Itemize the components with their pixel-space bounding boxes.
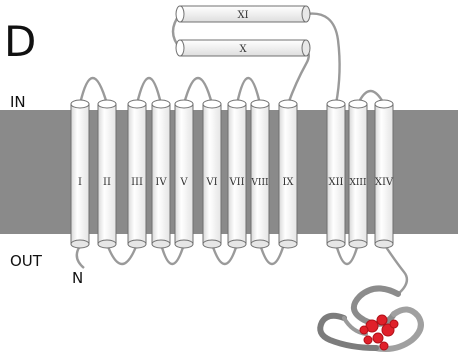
n-terminal-tail — [75, 245, 85, 269]
helix-iv: IV — [151, 99, 171, 249]
loop-out-6-7 — [210, 243, 239, 265]
loop-out-12-13 — [334, 243, 360, 266]
helix-label: X — [239, 44, 247, 55]
helix-bottom-cap — [278, 239, 298, 249]
helix-vi: VI — [202, 99, 222, 249]
helix-label: IV — [155, 177, 167, 188]
helix-bottom-cap — [174, 239, 194, 249]
helix-bottom-cap — [70, 239, 90, 249]
helix-body — [348, 103, 368, 245]
loop-in-1-2 — [78, 77, 109, 105]
helix-body — [97, 103, 117, 245]
domain-ribbon-2 — [373, 306, 424, 352]
c-terminal-domain — [317, 285, 424, 352]
cytoplasmic-helices: XI X — [175, 5, 311, 57]
helix-label: V — [179, 177, 188, 188]
helix-viii: VIII — [250, 99, 270, 249]
helix-bottom-cap — [326, 239, 346, 249]
helix-bottom-cap — [127, 239, 147, 249]
helix-label: IX — [282, 177, 294, 188]
helix-start-cap — [175, 39, 185, 57]
helix-body — [250, 103, 270, 245]
helix-top-cap — [374, 99, 394, 109]
helix-x: X — [175, 39, 311, 57]
domain-ribbon-1 — [351, 285, 401, 327]
helix-bottom-cap — [202, 239, 222, 249]
helix-label: XII — [328, 177, 343, 188]
helix-bottom-cap — [151, 239, 171, 249]
helix-i: I — [70, 99, 90, 249]
helix-end-cap — [301, 5, 311, 23]
helix-ix: IX — [278, 99, 298, 249]
helix-label: XI — [237, 10, 248, 21]
helix-body — [70, 103, 90, 245]
out-label: OUT — [10, 252, 43, 270]
helix-bottom-cap — [97, 239, 117, 249]
helix-body — [174, 103, 194, 245]
n-terminus-label: N — [72, 269, 83, 287]
helix-body — [202, 103, 222, 245]
helix-label: XIV — [375, 177, 394, 188]
helix-xiv: XIV — [374, 99, 394, 249]
panel-label: D — [4, 17, 36, 66]
helix-top-cap — [278, 99, 298, 109]
loop-in-5-6 — [182, 76, 214, 105]
loop-out-8-9 — [258, 243, 286, 266]
helix-bottom-cap — [374, 239, 394, 249]
helix-body — [374, 103, 394, 245]
helix-label: I — [78, 177, 82, 188]
c-terminal-linker — [383, 243, 409, 295]
helix-iii: III — [127, 99, 147, 249]
helix-bottom-cap — [348, 239, 368, 249]
helix-end-cap — [301, 39, 311, 57]
loop-out-2-3 — [105, 243, 139, 265]
helix-vii: VII — [227, 99, 247, 249]
helix-start-cap — [175, 5, 185, 23]
helix-ii: II — [97, 99, 117, 249]
helix-body — [227, 103, 247, 245]
helix-top-cap — [227, 99, 247, 109]
domain-highlight — [359, 314, 399, 351]
loop-in-7-8 — [235, 77, 262, 105]
helix-top-cap — [202, 99, 222, 109]
helix-bottom-cap — [250, 239, 270, 249]
helix-body — [151, 103, 171, 245]
helix-label: VII — [228, 177, 244, 188]
helix-body — [326, 103, 346, 245]
helix-v: V — [174, 99, 194, 249]
helix-label: II — [103, 177, 111, 188]
loop-in-3-4 — [135, 77, 163, 105]
helix-label: III — [131, 177, 143, 188]
helix-top-cap — [97, 99, 117, 109]
helix-xii: XII — [326, 99, 346, 249]
loop-out-4-5 — [159, 243, 186, 266]
domain-ribbon-3 — [317, 312, 379, 351]
helix-label: XIII — [349, 178, 367, 188]
helix-body — [278, 103, 298, 245]
helix-body — [127, 103, 147, 245]
helix-top-cap — [348, 99, 368, 109]
helix-top-cap — [174, 99, 194, 109]
helix-xiii: XIII — [348, 99, 368, 249]
loop-11-to-12 — [305, 12, 341, 105]
helix-bottom-cap — [227, 239, 247, 249]
helix-label: VIII — [250, 178, 269, 188]
helix-top-cap — [326, 99, 346, 109]
helix-top-cap — [70, 99, 90, 109]
helix-xi: XI — [175, 5, 311, 23]
in-label: IN — [10, 93, 26, 111]
helix-label: VI — [205, 177, 217, 188]
helix-top-cap — [151, 99, 171, 109]
helix-top-cap — [250, 99, 270, 109]
helix-top-cap — [127, 99, 147, 109]
